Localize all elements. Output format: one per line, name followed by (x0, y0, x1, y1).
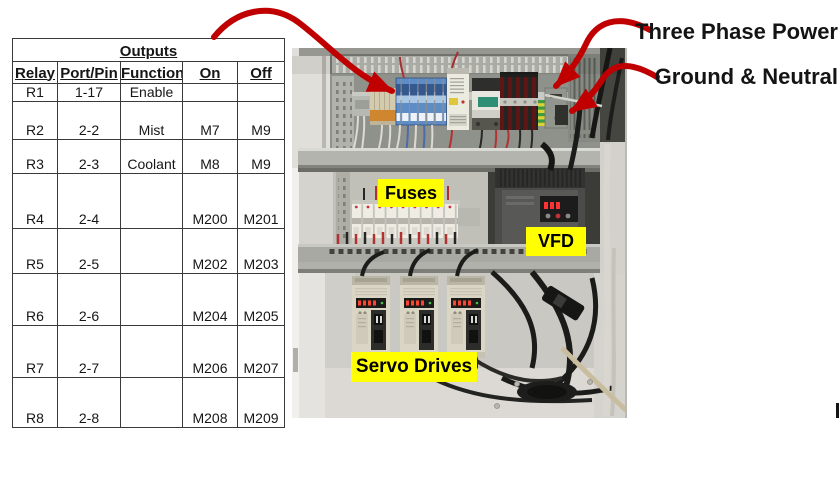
cell-on: M200 (182, 173, 238, 229)
cell-function (120, 228, 183, 274)
cell-port-pin: 2-7 (57, 325, 121, 378)
shelf-upper (298, 148, 600, 172)
table-title-row: Outputs (11, 38, 286, 62)
cell-port-pin: 2-8 (57, 377, 121, 428)
contactor (472, 78, 502, 130)
header-function: Function (120, 61, 183, 84)
ground-terminals (538, 100, 548, 126)
terminal-strip-small (352, 96, 372, 116)
cable-grommet-hole (527, 385, 567, 399)
relay-bank (395, 77, 447, 126)
header-on: On (182, 61, 238, 84)
cell-relay: R1 (12, 83, 58, 102)
cell-function: Enable (120, 83, 183, 102)
cell-function: Coolant (120, 139, 183, 174)
cell-port-pin: 2-2 (57, 101, 121, 140)
header-off: Off (236, 61, 286, 84)
table-header-row: Relay Port/Pin Function On Off (12, 61, 286, 84)
cell-off (236, 83, 286, 102)
power-supply (447, 68, 469, 130)
cell-function (120, 377, 183, 428)
cell-function: Mist (120, 101, 183, 140)
cables (360, 143, 627, 417)
tan-terminal-blocks (370, 88, 396, 125)
table-title: Outputs (11, 38, 286, 62)
top-vignette (292, 48, 627, 74)
header-relay: Relay (12, 61, 58, 84)
cell-relay: R4 (12, 173, 58, 229)
cell-off: M207 (236, 325, 286, 378)
cell-on (182, 83, 238, 102)
cell-on: M8 (182, 139, 238, 174)
header-port-pin: Port/Pin (57, 61, 121, 84)
ground-neutral-label: Ground & Neutral (654, 64, 838, 89)
perforated-panel (332, 76, 354, 166)
cell-port-pin: 2-6 (57, 273, 121, 326)
cell-on: M208 (182, 377, 238, 428)
cell-on: M7 (182, 101, 238, 140)
cell-off: M203 (236, 228, 286, 274)
cell-relay: R8 (12, 377, 58, 428)
servo-drive-1 (352, 276, 390, 358)
power-plug (541, 285, 585, 321)
table-row: R3 2-3 Coolant M8 M9 (12, 139, 286, 174)
servo-drive-2 (400, 276, 438, 358)
cell-off: M9 (236, 101, 286, 140)
table-row: R1 1-17 Enable (12, 83, 286, 102)
cell-relay: R3 (12, 139, 58, 174)
cell-port-pin: 2-4 (57, 173, 121, 229)
cell-port-pin: 2-5 (57, 228, 121, 274)
cell-function (120, 273, 183, 326)
table-row: R7 2-7 M206 M207 (12, 325, 286, 378)
table-row: R4 2-4 M200 M201 (12, 173, 286, 229)
cell-off: M9 (236, 139, 286, 174)
servo-drive-3 (447, 276, 485, 358)
cell-on: M206 (182, 325, 238, 378)
cell-on: M204 (182, 273, 238, 326)
wiring-duct (332, 56, 584, 75)
cell-port-pin: 1-17 (57, 83, 121, 102)
fuses-label: Fuses (378, 179, 444, 207)
floor-screws (494, 379, 593, 409)
table-row: R8 2-8 M208 M209 (12, 377, 286, 428)
cell-relay: R2 (12, 101, 58, 140)
crop-mark (836, 403, 839, 418)
servo-drives-label: Servo Drives (351, 352, 477, 382)
photo-right-edge (625, 48, 627, 418)
table-row: R6 2-6 M204 M205 (12, 273, 286, 326)
power-terminal-blocks (500, 72, 538, 130)
cell-relay: R6 (12, 273, 58, 326)
cell-function (120, 173, 183, 229)
vfd-label: VFD (526, 227, 586, 256)
table-row: R2 2-2 Mist M7 M9 (12, 101, 286, 140)
cell-port-pin: 2-3 (57, 139, 121, 174)
cell-function (120, 325, 183, 378)
cell-off: M209 (236, 377, 286, 428)
cell-relay: R7 (12, 325, 58, 378)
cell-off: M205 (236, 273, 286, 326)
cell-off: M201 (236, 173, 286, 229)
cell-relay: R5 (12, 228, 58, 274)
outputs-table: Outputs Relay Port/Pin Function On Off R… (11, 38, 286, 428)
cell-on: M202 (182, 228, 238, 274)
table-row: R5 2-5 M202 M203 (12, 228, 286, 274)
three-phase-power-label: Three Phase Power (635, 19, 838, 44)
control-cabinet-photo: Fuses VFD Servo Drives (292, 48, 627, 418)
